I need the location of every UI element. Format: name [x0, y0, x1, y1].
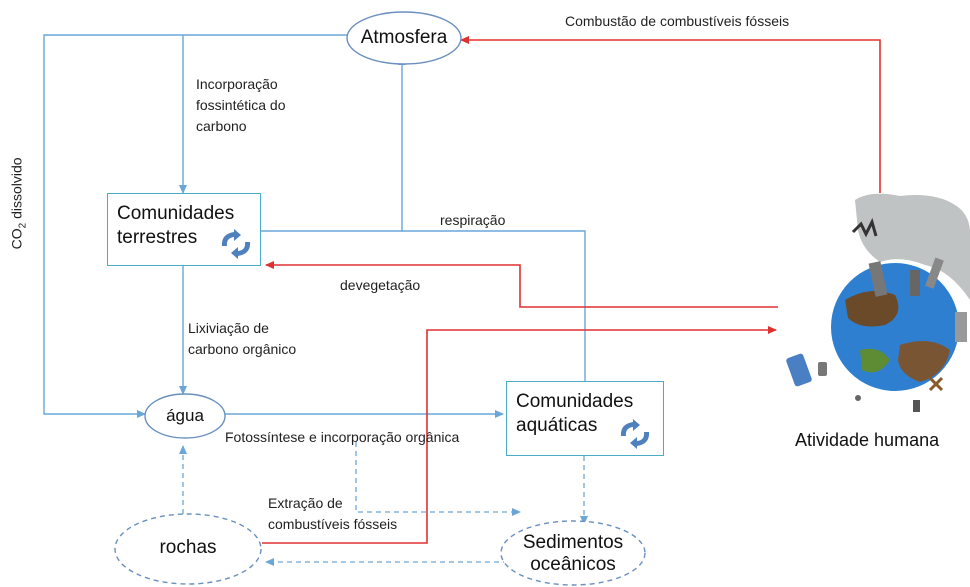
incorporacao-line-1: Incorporação [196, 76, 278, 92]
arrow-combustao [460, 36, 881, 193]
extracao-label: Extração de combustíveis fósseis [268, 493, 397, 535]
agua-label: água [166, 406, 204, 425]
agua-ellipse [144, 393, 226, 439]
arrow-devegetacao [265, 261, 778, 308]
arrow-co2-dissolvido [43, 34, 347, 418]
incorporacao-label: Incorporação fossintética do carbono [196, 74, 286, 137]
lixiviacao-label: Lixiviação de carbono orgânico [188, 318, 296, 360]
co2-rest: dissolvido [8, 157, 25, 223]
fotossintese-label: Fotossíntese e incorporação orgânica [225, 429, 460, 445]
devegetacao-label: devegetação [340, 277, 421, 293]
extracao-line-1: Extração de [268, 495, 343, 511]
sedimentos-label: Sedimentos oceânicos [501, 532, 645, 576]
respiracao-label: respiração [440, 212, 506, 228]
sedimentos-line-2: oceânicos [530, 554, 616, 575]
extracao-line-2: combustíveis fósseis [268, 516, 398, 532]
incorporacao-line-2: fossintética do [196, 97, 286, 113]
lixiviacao-line-1: Lixiviação de [188, 320, 269, 336]
cycle-icon [620, 419, 650, 449]
co2-subscript: 2 [17, 222, 29, 229]
aquaticas-line-2: aquáticas [516, 415, 598, 436]
cycle-icon [221, 229, 251, 259]
terrestres-line-2: terrestres [117, 227, 198, 248]
atmosfera-ellipse [346, 11, 462, 65]
rochas-ellipse [114, 513, 262, 585]
co2-main: CO [8, 228, 25, 250]
lixiviacao-line-2: carbono orgânico [188, 341, 297, 357]
atmosfera-label: Atmosfera [360, 27, 448, 48]
atividade-humana-label: Atividade humana [795, 430, 940, 450]
incorporacao-line-3: carbono [196, 118, 247, 134]
earth-pollution-icon [786, 193, 970, 412]
terrestres-line-1: Comunidades [117, 203, 235, 224]
co2-dissolvido-label: CO2 dissolvido [7, 138, 34, 268]
rochas-label: rochas [159, 537, 217, 558]
comunidades-terrestres-box: Comunidades terrestres [107, 193, 261, 266]
arrow-respiracao [398, 56, 586, 381]
aquaticas-line-1: Comunidades [516, 391, 634, 412]
sedimentos-line-1: Sedimentos [522, 532, 624, 553]
sedimentos-ellipse [500, 520, 646, 586]
comunidades-aquaticas-box: Comunidades aquáticas [506, 381, 664, 456]
combustao-label: Combustão de combustíveis fósseis [565, 13, 790, 29]
arrow-extracao [262, 326, 777, 544]
